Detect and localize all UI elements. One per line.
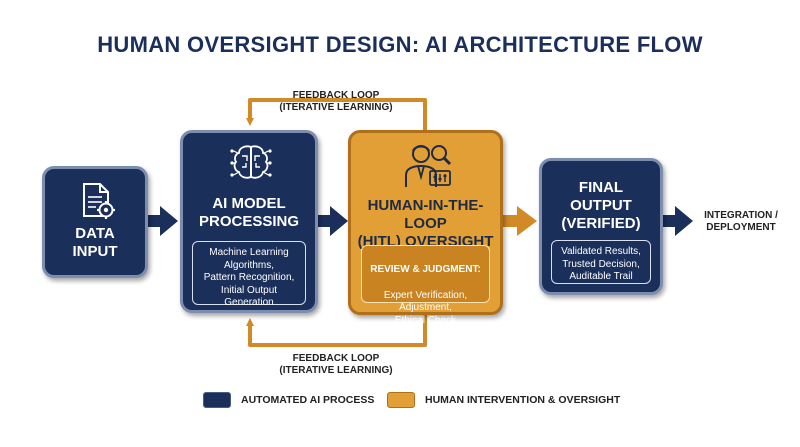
hitl-detail-text: Expert Verification, Adjustment, Ethical…: [383, 289, 468, 326]
diagram-title: HUMAN OVERSIGHT DESIGN: AI ARCHITECTURE …: [97, 32, 703, 57]
arrow-ai-to-hitl: [318, 206, 348, 236]
legend-label-automated: AUTOMATED AI PROCESS: [241, 394, 375, 406]
legend-swatch-human: [387, 392, 415, 408]
final-output-detail: Validated Results, Trusted Decision, Aud…: [551, 240, 651, 284]
final-output-title: FINAL OUTPUT (VERIFIED): [561, 179, 641, 232]
brain-circuit-icon: [230, 145, 272, 179]
ai-model-title: AI MODEL PROCESSING: [198, 195, 300, 230]
hitl-detail-heading: REVIEW & JUDGMENT:: [370, 263, 481, 275]
person-magnifier-icon: [405, 145, 452, 187]
data-input-box: DATA INPUT: [42, 166, 148, 278]
legend-swatch-automated: [203, 392, 231, 408]
legend-label-human: HUMAN INTERVENTION & OVERSIGHT: [425, 394, 621, 406]
feedback-loop-top-arrow: [246, 98, 427, 130]
feedback-loop-bottom-arrow: [246, 315, 427, 347]
integration-deployment-label: INTEGRATION / DEPLOYMENT: [704, 210, 778, 233]
hitl-title: HUMAN-IN-THE-LOOP (HITL) OVERSIGHT: [357, 197, 494, 250]
feedback-loop-top-label: FEEDBACK LOOP (ITERATIVE LEARNING): [279, 90, 393, 113]
hitl-detail: REVIEW & JUDGMENT: Expert Verification, …: [361, 245, 490, 326]
document-gear-icon: [83, 183, 115, 219]
feedback-loop-bottom-label: FEEDBACK LOOP (ITERATIVE LEARNING): [279, 353, 393, 376]
hitl-box: HUMAN-IN-THE-LOOP (HITL) OVERSIGHT REVIE…: [348, 130, 503, 326]
arrow-output-to-integration: [663, 206, 693, 236]
final-output-box: FINAL OUTPUT (VERIFIED) Validated Result…: [539, 158, 663, 295]
ai-model-box: AI MODEL PROCESSING Machine Learning Alg…: [180, 130, 318, 313]
arrow-data-to-ai: [148, 206, 178, 236]
data-input-title: DATA INPUT: [72, 225, 118, 260]
arrow-hitl-to-output: [503, 206, 537, 236]
ai-model-detail: Machine Learning Algorithms, Pattern Rec…: [192, 241, 306, 308]
